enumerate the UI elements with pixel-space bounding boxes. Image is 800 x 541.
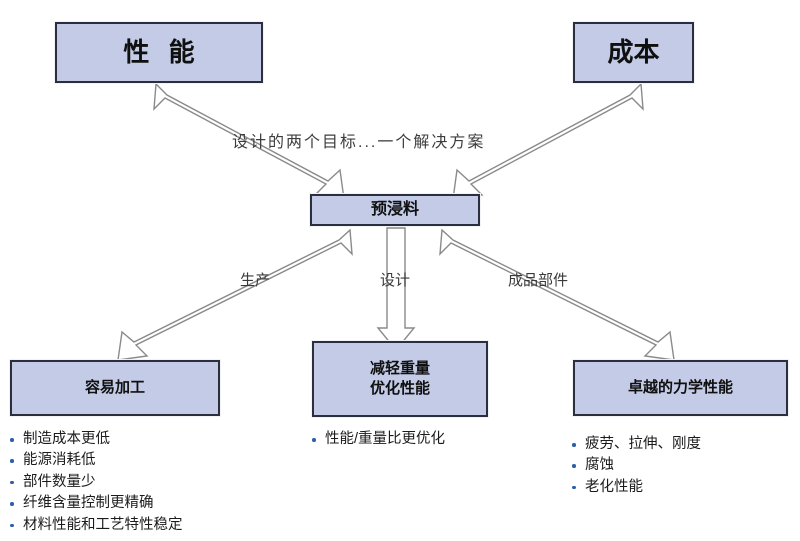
node-cost[interactable]: 成本 xyxy=(573,22,694,83)
list-item: 性能/重量比更优化 xyxy=(310,429,445,450)
node-weight-performance-line-2: 优化性能 xyxy=(369,380,430,397)
bullet-list-easy-processing: 制造成本更低 能源消耗低 部件数量少 纤维含量控制更精确 材料性能和工艺特性稳定 xyxy=(8,429,183,536)
node-mechanical-performance-label: 卓越的力学性能 xyxy=(627,378,733,396)
node-mechanical-performance[interactable]: 卓越的力学性能 xyxy=(573,360,788,416)
arrow-prepreg-to-easy-processing xyxy=(117,228,353,361)
list-item: 老化性能 xyxy=(570,477,701,498)
bullet-list-mechanical-performance: 疲劳、拉伸、刚度 腐蚀 老化性能 xyxy=(570,434,701,498)
arrow-prepreg-to-mechanical-performance xyxy=(439,228,675,361)
edge-label-two-goals-one-solution: 设计的两个目标...一个解决方案 xyxy=(232,134,486,151)
node-prepreg[interactable]: 预浸料 xyxy=(310,194,480,226)
edge-label-design: 设计 xyxy=(380,272,411,289)
node-prepreg-label: 预浸料 xyxy=(370,201,419,219)
list-item: 材料性能和工艺特性稳定 xyxy=(8,515,183,536)
list-item: 制造成本更低 xyxy=(8,429,183,450)
bullet-list-weight-performance: 性能/重量比更优化 xyxy=(310,429,445,450)
list-item: 纤维含量控制更精确 xyxy=(8,493,183,514)
node-weight-performance[interactable]: 减轻重量 优化性能 xyxy=(312,341,488,417)
node-cost-label: 成本 xyxy=(607,36,660,67)
arrow-prepreg-to-weight-performance xyxy=(376,227,416,352)
edge-label-production: 生产 xyxy=(240,272,271,289)
list-item: 疲劳、拉伸、刚度 xyxy=(570,434,701,455)
node-performance[interactable]: 性 能 xyxy=(55,22,263,83)
edge-label-finished-part: 成品部件 xyxy=(508,272,569,289)
node-easy-processing[interactable]: 容易加工 xyxy=(10,360,220,416)
node-performance-label: 性 能 xyxy=(123,36,201,67)
node-easy-processing-label: 容易加工 xyxy=(84,378,145,396)
list-item: 能源消耗低 xyxy=(8,450,183,471)
list-item: 部件数量少 xyxy=(8,472,183,493)
list-item: 腐蚀 xyxy=(570,455,701,476)
node-weight-performance-line-1: 减轻重量 xyxy=(369,359,430,377)
